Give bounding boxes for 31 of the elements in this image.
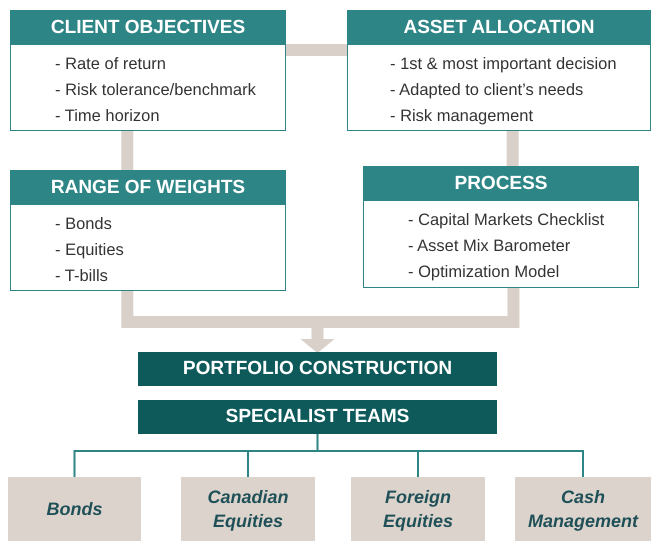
team-box: Foreign Equities	[351, 477, 485, 541]
info-card	[347, 10, 651, 131]
card-header: CLIENT OBJECTIVES	[11, 11, 285, 45]
info-card	[10, 10, 286, 131]
connector-line	[316, 433, 584, 478]
title-bar: SPECIALIST TEAMS	[138, 400, 497, 434]
list-item: - Time horizon	[55, 106, 160, 127]
team-box: Cash Management	[515, 477, 651, 541]
card-header: ASSET ALLOCATION	[348, 11, 650, 45]
card-header: RANGE OF WEIGHTS	[11, 171, 285, 205]
card-header: PROCESS	[364, 167, 638, 201]
list-item: - Optimization Model	[408, 262, 560, 283]
list-item: - Asset Mix Barometer	[408, 236, 570, 257]
list-item: - Rate of return	[55, 54, 166, 75]
list-item: - Adapted to client’s needs	[390, 80, 584, 101]
title-bar: PORTFOLIO CONSTRUCTION	[138, 352, 497, 386]
list-item: - Risk management	[390, 106, 534, 127]
connector-line	[285, 44, 348, 56]
list-item: - Bonds	[55, 214, 112, 235]
arrow	[300, 287, 520, 353]
team-box: Bonds	[8, 477, 141, 541]
list-item: - Equities	[55, 240, 124, 261]
list-item: - Capital Markets Checklist	[408, 210, 604, 231]
list-item: - Risk tolerance/benchmark	[55, 80, 256, 101]
info-card	[363, 166, 639, 288]
connector-line	[121, 130, 134, 171]
team-box: Canadian Equities	[181, 477, 315, 541]
connector-line	[506, 130, 519, 167]
list-item: - T-bills	[55, 266, 108, 287]
info-card	[10, 170, 286, 291]
list-item: - 1st & most important decision	[390, 54, 617, 75]
